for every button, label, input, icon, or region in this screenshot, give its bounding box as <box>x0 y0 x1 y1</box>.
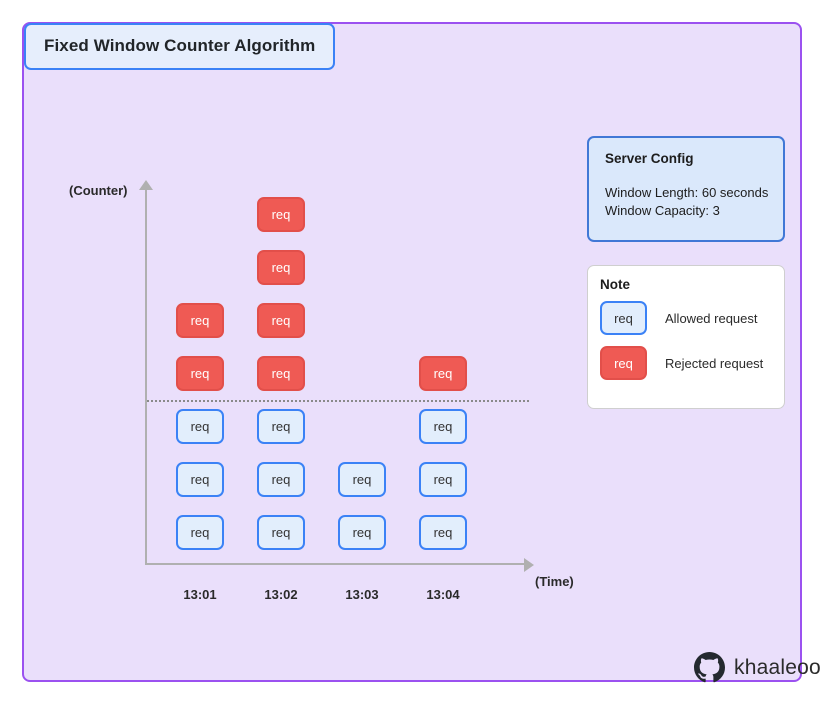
y-axis-line <box>145 188 147 565</box>
legend-item-rejected: req Rejected request <box>600 346 784 380</box>
config-window-capacity: Window Capacity: 3 <box>605 203 720 219</box>
request-box-rejected[interactable]: req <box>419 356 467 391</box>
request-box-rejected[interactable]: req <box>257 250 305 285</box>
request-box-rejected[interactable]: req <box>176 303 224 338</box>
x-tick-label-1: 13:01 <box>183 587 217 602</box>
request-box-allowed[interactable]: req <box>338 515 386 550</box>
legend-label-rejected: Rejected request <box>665 355 764 371</box>
x-axis-line <box>145 563 527 565</box>
request-box-rejected[interactable]: req <box>176 356 224 391</box>
watermark-username: khaaleoo <box>734 655 821 679</box>
x-axis-arrow-icon <box>524 558 534 572</box>
note-title: Note <box>600 277 630 292</box>
request-box-rejected[interactable]: req <box>257 303 305 338</box>
request-box-allowed[interactable]: req <box>419 409 467 444</box>
y-axis-label: (Counter) <box>69 183 128 198</box>
x-axis-label: (Time) <box>535 574 574 589</box>
fixed-window-chart: (Counter) (Time) req req req req req req… <box>24 24 804 684</box>
legend-item-allowed: req Allowed request <box>600 301 784 335</box>
legend-swatch-allowed: req <box>600 301 647 335</box>
request-box-allowed[interactable]: req <box>257 409 305 444</box>
y-axis-arrow-icon <box>139 180 153 190</box>
request-box-rejected[interactable]: req <box>257 356 305 391</box>
request-box-allowed[interactable]: req <box>338 462 386 497</box>
request-box-allowed[interactable]: req <box>176 409 224 444</box>
github-icon <box>694 652 725 683</box>
request-box-allowed[interactable]: req <box>176 462 224 497</box>
server-config-panel: Server Config Window Length: 60 seconds … <box>587 136 785 242</box>
config-window-length: Window Length: 60 seconds <box>605 185 769 200</box>
legend-label-allowed: Allowed request <box>665 310 758 326</box>
x-tick-label-4: 13:04 <box>426 587 460 602</box>
request-box-allowed[interactable]: req <box>419 515 467 550</box>
capacity-threshold-line <box>147 400 529 402</box>
x-tick-label-2: 13:02 <box>264 587 298 602</box>
diagram-frame: (Counter) (Time) req req req req req req… <box>22 22 821 684</box>
request-box-rejected[interactable]: req <box>257 197 305 232</box>
server-config-title: Server Config <box>605 151 694 166</box>
request-box-allowed[interactable]: req <box>176 515 224 550</box>
page-title: Fixed Window Counter Algorithm <box>24 23 336 70</box>
note-panel: Note req Allowed request req Rejected re… <box>587 265 785 409</box>
request-box-allowed[interactable]: req <box>257 462 305 497</box>
request-box-allowed[interactable]: req <box>257 515 305 550</box>
watermark: khaaleoo <box>694 652 821 683</box>
x-tick-label-3: 13:03 <box>345 587 379 602</box>
legend-swatch-rejected: req <box>600 346 647 380</box>
request-box-allowed[interactable]: req <box>419 462 467 497</box>
